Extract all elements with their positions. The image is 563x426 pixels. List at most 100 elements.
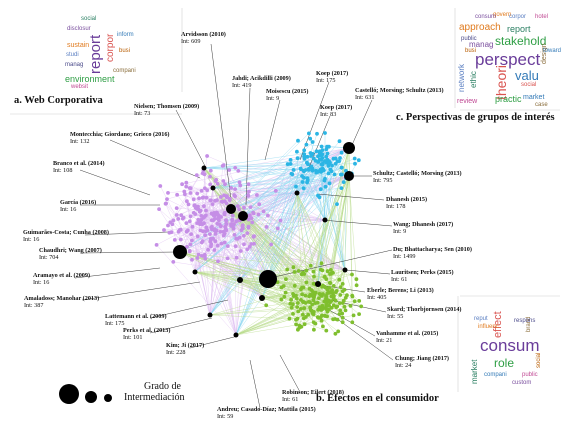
node (291, 292, 295, 296)
edge (230, 155, 312, 210)
node (302, 306, 307, 311)
word-cloud-b: consum effect role influenc compani mark… (464, 298, 556, 390)
cloud-a-word-3: sustain (67, 42, 90, 49)
cloud-b-word-4: compani (484, 372, 507, 378)
node (219, 215, 223, 219)
node (335, 304, 340, 309)
edge (277, 192, 298, 283)
label-koep-1: Koep (2017)Int: 175 (316, 70, 349, 85)
node (317, 296, 321, 300)
label-du: Du; Bhattacharya; Sen (2010)Int: 1499 (393, 246, 472, 261)
label-dhanesh: Dhanesh (2015)Int: 178 (386, 196, 428, 211)
node (289, 305, 294, 310)
edge (209, 150, 305, 316)
node (353, 161, 357, 166)
legend-line1: Grado de (144, 381, 181, 392)
edge (348, 175, 357, 286)
node (208, 182, 213, 187)
edge (239, 171, 319, 281)
label-castello: Castelló; Morsing; Schultz (2013)Int: 63… (355, 87, 444, 102)
node (233, 165, 238, 170)
edge (184, 191, 211, 316)
edge (235, 299, 302, 336)
hub-node (238, 211, 248, 221)
section-c-title: c. Perspectivas de grupos de interés (396, 112, 555, 123)
node (250, 220, 255, 225)
frame-lines (10, 8, 560, 392)
node (199, 217, 204, 222)
node (315, 131, 319, 136)
cloud-a-word-11: manag (65, 62, 84, 68)
node (189, 232, 194, 237)
node (312, 274, 316, 279)
label-lattemann: Lattemann et al. (2009)Int: 175 (105, 313, 167, 328)
leader-line (81, 281, 201, 301)
node (291, 312, 295, 316)
edge (302, 175, 350, 273)
node (337, 312, 342, 316)
node (195, 234, 200, 239)
leader-line (74, 267, 161, 279)
edge (210, 192, 298, 201)
edge (184, 191, 218, 214)
hub-node (173, 245, 187, 259)
node (327, 144, 331, 149)
edge (239, 279, 294, 315)
leader-line (299, 81, 330, 161)
node (303, 168, 308, 172)
cloud-a-word-1: environment (65, 74, 115, 84)
hub-node (233, 332, 239, 338)
edge (317, 154, 323, 285)
node (332, 172, 337, 177)
node (311, 312, 316, 317)
node (174, 213, 179, 217)
node (185, 199, 189, 204)
node (335, 317, 340, 322)
node (289, 297, 293, 302)
label-chung: Chung; Jiang (2017)Int: 24 (395, 355, 449, 370)
node (321, 168, 326, 173)
edge (167, 167, 205, 226)
node (238, 249, 243, 253)
node (264, 225, 269, 229)
node (296, 138, 300, 143)
edge (156, 214, 214, 246)
hub-node (207, 312, 213, 318)
node (337, 301, 342, 305)
node (319, 294, 324, 298)
label-lauritsen: Lauritsen; Perks (2015)Int: 61 (391, 269, 454, 284)
node (204, 208, 208, 213)
edge (332, 269, 346, 294)
node (248, 205, 253, 210)
node (348, 304, 353, 308)
node (232, 193, 237, 198)
node (158, 184, 163, 188)
node (234, 219, 239, 224)
node (333, 298, 338, 303)
edge (230, 208, 329, 301)
node (288, 158, 293, 162)
node (317, 195, 322, 200)
node (311, 298, 316, 303)
node (308, 151, 313, 155)
node (302, 154, 306, 159)
node (209, 211, 214, 216)
node (320, 284, 324, 289)
edge (296, 187, 342, 194)
edge (212, 173, 329, 189)
node (319, 144, 324, 149)
node (200, 229, 205, 234)
node (294, 322, 298, 327)
edge (179, 174, 343, 253)
legend-circles (59, 384, 112, 404)
edge (214, 249, 241, 281)
hub-node (322, 217, 328, 223)
cloud-b-word-10: social (536, 352, 542, 368)
node (307, 166, 311, 171)
word-cloud-c: perspect stakehold theori valu approach … (455, 8, 561, 108)
node (169, 230, 174, 235)
node (306, 300, 311, 304)
node (247, 189, 251, 194)
node (337, 139, 342, 144)
edge (179, 251, 343, 323)
